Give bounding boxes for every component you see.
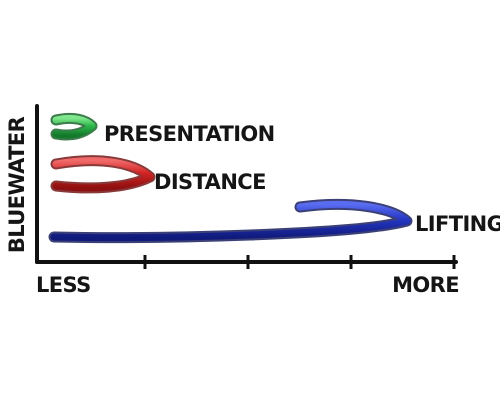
series-curve-distance [50,155,156,194]
x-tick-label-more: MORE [392,273,459,297]
series-curve-presentation [50,112,98,141]
series-label-presentation: PRESENTATION [104,122,275,146]
x-tick-label-less: LESS [36,273,91,297]
y-axis-label: BLUEWATER [5,116,29,253]
series-label-distance: DISTANCE [154,170,266,194]
series-curve-lifting [48,198,413,244]
series-label-lifting: LIFTING [415,212,500,236]
